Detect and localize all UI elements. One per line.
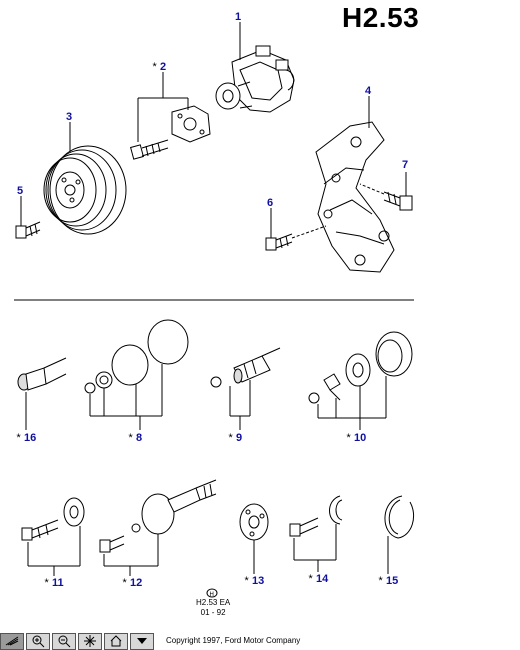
fit-button[interactable]: [78, 632, 102, 650]
viewer-toolbar: [0, 632, 154, 650]
bolt-bearing-11: [21, 497, 85, 541]
callout-6: 6: [267, 197, 273, 209]
callout-3: 3: [66, 111, 72, 123]
fit-icon: [84, 635, 96, 647]
callout-10: 10: [354, 432, 366, 444]
callout-2: 2: [160, 61, 166, 73]
dropdown-icon: [137, 638, 147, 644]
svg-text:*: *: [308, 573, 313, 585]
valve-9: [210, 347, 281, 388]
connector-16: [17, 357, 67, 391]
svg-text:*: *: [228, 432, 233, 444]
ford-reference-logo: H: [206, 588, 218, 598]
svg-text:*: *: [16, 432, 21, 444]
svg-text:*: *: [44, 577, 49, 589]
callout-16: 16: [24, 432, 36, 444]
svg-text:*: *: [244, 575, 249, 587]
bolt-clip-14: [289, 495, 343, 537]
shaft-12: [99, 479, 217, 553]
svg-text:*: *: [378, 575, 383, 587]
svg-text:*: *: [128, 432, 133, 444]
pulley: [43, 145, 127, 235]
drawing-reference: H2.53 EA 01 - 92: [196, 598, 230, 618]
pan-icon: [5, 636, 19, 646]
callout-9: 9: [236, 432, 242, 444]
dropdown-button[interactable]: [130, 632, 154, 650]
home-button[interactable]: [104, 632, 128, 650]
callout-14: 14: [316, 573, 329, 585]
page-code: H2.53: [342, 2, 420, 33]
pan-button[interactable]: [0, 632, 24, 650]
callout-15: 15: [386, 575, 398, 587]
seal-kit-8: [84, 319, 189, 394]
bolt-6: [265, 233, 293, 251]
bolt-5: [15, 221, 41, 239]
copyright-notice: Copyright 1997, Ford Motor Company: [166, 636, 301, 645]
svg-text:*: *: [152, 61, 157, 73]
pump-assembly: [215, 45, 295, 113]
svg-text:H: H: [210, 592, 214, 598]
zoom-out-button[interactable]: [52, 632, 76, 650]
callout-1: 1: [235, 11, 241, 23]
rotor-13: [239, 503, 269, 541]
zoom-in-icon: [32, 635, 45, 648]
callout-12: 12: [130, 577, 142, 589]
svg-text:*: *: [122, 577, 127, 589]
home-icon: [110, 635, 122, 647]
mounting-bracket: [315, 121, 395, 273]
bolt-7: [383, 191, 413, 211]
reference-code: H2.53 EA: [196, 598, 231, 607]
svg-text:*: *: [346, 432, 351, 444]
gasket-plate: [171, 105, 211, 143]
zoom-out-icon: [58, 635, 71, 648]
callout-11: 11: [52, 577, 64, 589]
callout-5: 5: [17, 185, 23, 197]
snap-ring-15: [384, 495, 414, 539]
rotor-kit-10: [308, 331, 413, 404]
callout-7: 7: [402, 159, 408, 171]
bolt-2: [130, 139, 169, 160]
callout-13: 13: [252, 575, 264, 587]
reference-date: 01 - 92: [200, 608, 226, 617]
zoom-in-button[interactable]: [26, 632, 50, 650]
callout-8: 8: [136, 432, 142, 444]
callout-4: 4: [365, 85, 372, 97]
